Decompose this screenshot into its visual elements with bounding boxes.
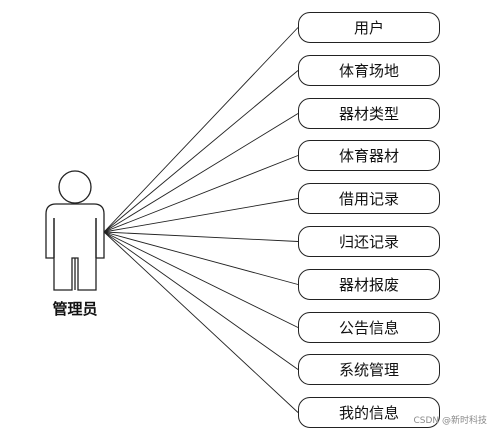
association-line — [103, 70, 299, 233]
association-line — [103, 231, 299, 370]
actor-label: 管理员 — [52, 300, 98, 318]
use-case-oval: 借用记录 — [298, 183, 440, 214]
association-line — [103, 113, 299, 233]
use-case-oval: 公告信息 — [298, 312, 440, 343]
association-lines — [103, 27, 299, 413]
use-case-oval: 用户 — [298, 12, 440, 43]
association-line — [103, 231, 299, 242]
association-line — [103, 231, 299, 285]
use-case-oval: 器材报废 — [298, 269, 440, 300]
use-case-oval: 体育场地 — [298, 55, 440, 86]
association-line — [103, 231, 299, 413]
use-case-oval: 器材类型 — [298, 98, 440, 129]
actor-figure — [45, 170, 105, 291]
association-line — [103, 198, 299, 233]
association-line — [103, 27, 299, 233]
use-case-oval: 系统管理 — [298, 354, 440, 385]
use-case-oval: 我的信息 — [298, 397, 440, 428]
use-case-oval: 归还记录 — [298, 226, 440, 257]
watermark: CSDN @新时科技 — [413, 416, 487, 426]
actor-head — [58, 170, 92, 204]
actor-body — [45, 203, 105, 291]
association-line — [103, 155, 299, 233]
use-case-oval: 体育器材 — [298, 140, 440, 171]
association-line — [103, 231, 299, 328]
